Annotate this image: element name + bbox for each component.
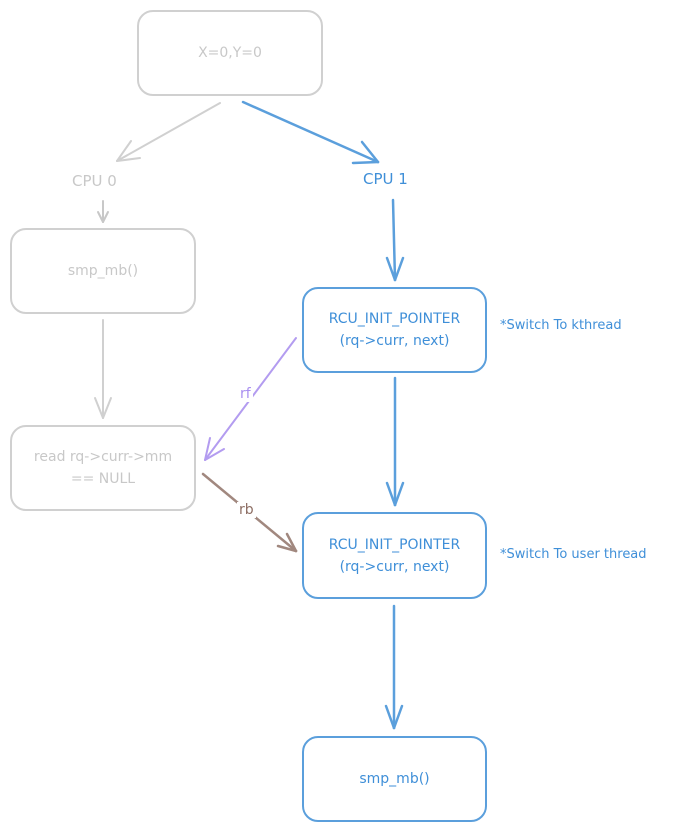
arrow-rcu1-to-rcu2: [385, 376, 405, 507]
cpu0-read-node: read rq->curr->mm == NULL: [10, 425, 196, 511]
switch-to-user-thread-note: *Switch To user thread: [500, 547, 647, 562]
cpu1-smp-mb-label: smp_mb(): [359, 771, 430, 787]
rf-edge-label: rf: [238, 386, 253, 402]
cpu0-read-label: read rq->curr->mm == NULL: [33, 449, 173, 487]
arrow-cpu0-to-mb: [97, 200, 109, 223]
cpu0-smp-mb-node: smp_mb(): [10, 228, 196, 314]
arrow-cpu1-to-rcu1: [385, 198, 405, 282]
cpu1-rcu-init-pointer-node-2: RCU_INIT_POINTER (rq->curr, next): [302, 512, 487, 599]
switch-to-kthread-note: *Switch To kthread: [500, 318, 622, 333]
init-state-label: X=0,Y=0: [198, 45, 262, 61]
cpu1-rcu-init-pointer-label-1: RCU_INIT_POINTER (rq->curr, next): [328, 311, 461, 349]
init-state-node: X=0,Y=0: [137, 10, 323, 96]
cpu1-smp-mb-node: smp_mb(): [302, 736, 487, 822]
cpu0-smp-mb-label: smp_mb(): [67, 263, 139, 279]
arrow-init-to-cpu1: [241, 100, 380, 165]
arrow-rcu2-to-mb: [384, 604, 404, 730]
cpu1-heading: CPU 1: [363, 170, 408, 188]
arrow-cpu0-mb-to-read: [94, 319, 112, 419]
rb-edge-label: rb: [237, 502, 256, 518]
cpu1-rcu-init-pointer-label-2: RCU_INIT_POINTER (rq->curr, next): [328, 536, 461, 575]
cpu1-rcu-init-pointer-node-1: RCU_INIT_POINTER (rq->curr, next): [302, 287, 487, 373]
cpu0-heading: CPU 0: [72, 172, 117, 190]
arrow-init-to-cpu0: [116, 102, 221, 162]
